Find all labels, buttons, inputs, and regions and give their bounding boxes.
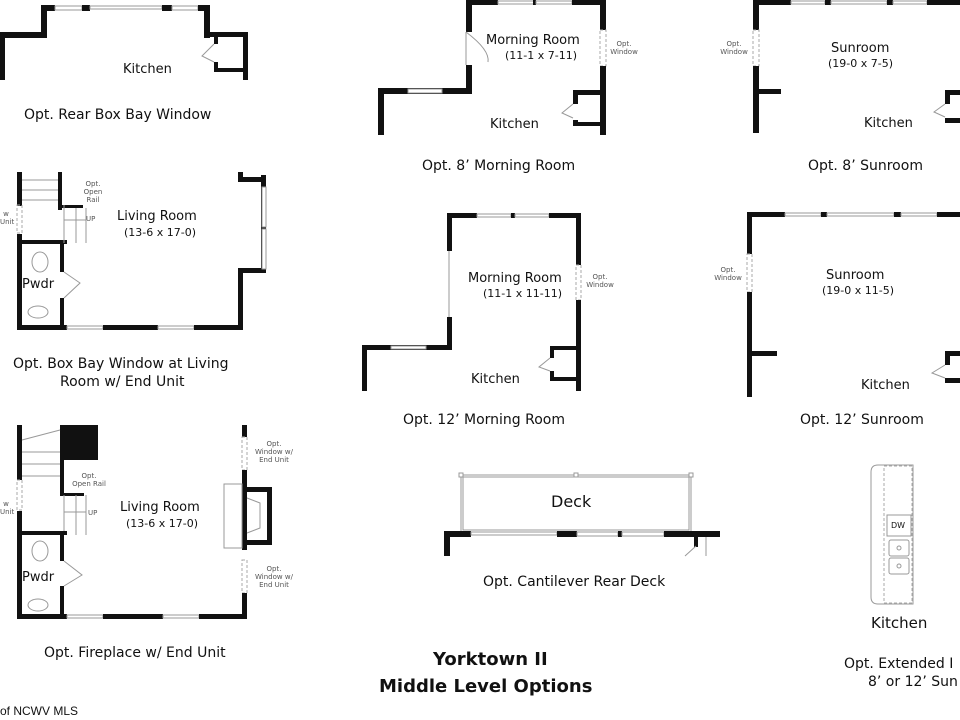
room-label-pwdr: Pwdr [22, 570, 55, 585]
plan-box-bay-living [16, 172, 267, 330]
room-label-living-room: Living Room [120, 500, 200, 515]
caption-morning-12: Opt. 12’ Morning Room [403, 412, 566, 428]
dishwasher-label: DW [891, 521, 906, 530]
mls-watermark: of NCWV MLS [0, 704, 79, 718]
room-label-pwdr: Pwdr [22, 277, 55, 292]
opt-window-end-unit-label: Opt. Window w/ End Unit [255, 440, 293, 464]
room-dims: (19-0 x 11-5) [822, 284, 895, 297]
plan-fireplace [16, 425, 272, 619]
side-window-label: w Unit [0, 500, 15, 516]
opt-window-label: Opt. Window [610, 40, 638, 56]
room-label-sunroom: Sunroom [826, 268, 885, 283]
open-rail-label: Opt. Open Rail [83, 180, 103, 204]
caption-sunroom-12: Opt. 12’ Sunroom [800, 412, 924, 428]
plan-sunroom-8 [752, 0, 960, 133]
room-label-living-room: Living Room [117, 209, 197, 224]
caption-extended-kitchen-line2: 8’ or 12’ Sun [868, 674, 958, 690]
open-rail-label: Opt. Open Rail [72, 472, 106, 488]
room-label-kitchen: Kitchen [861, 378, 910, 393]
caption-rear-box-bay: Opt. Rear Box Bay Window [24, 107, 212, 123]
room-label-morning-room: Morning Room [468, 271, 562, 286]
caption-box-bay-line1: Opt. Box Bay Window at Living [13, 356, 229, 372]
plan-subtitle: Middle Level Options [379, 676, 593, 697]
stair-up-label: UP [88, 509, 98, 517]
room-label-kitchen: Kitchen [864, 116, 913, 131]
caption-deck: Opt. Cantilever Rear Deck [483, 574, 666, 590]
opt-window-label: Opt. Window [586, 273, 614, 289]
plan-title: Yorktown II [433, 649, 548, 670]
room-label-kitchen: Kitchen [123, 62, 172, 77]
plan-sunroom-12 [746, 212, 960, 397]
side-window-label: w Unit [0, 210, 15, 226]
caption-box-bay-line2: Room w/ End Unit [60, 374, 185, 390]
room-label-morning-room: Morning Room [486, 33, 580, 48]
opt-window-label: Opt. Window [714, 266, 742, 282]
plan-deck [444, 472, 720, 557]
stair-up-label: UP [86, 215, 96, 223]
caption-morning-8: Opt. 8’ Morning Room [422, 158, 576, 174]
room-dims: (13-6 x 17-0) [124, 226, 197, 239]
room-label-kitchen: Kitchen [871, 614, 928, 632]
room-label-deck: Deck [551, 492, 592, 511]
room-dims: (19-0 x 7-5) [828, 57, 894, 70]
caption-extended-kitchen-line1: Opt. Extended I [844, 656, 954, 672]
caption-sunroom-8: Opt. 8’ Sunroom [808, 158, 923, 174]
room-dims: (13-6 x 17-0) [126, 517, 199, 530]
plan-rear-box-bay [0, 5, 248, 80]
opt-window-end-unit-label: Opt. Window w/ End Unit [255, 565, 293, 589]
opt-window-label: Opt. Window [720, 40, 748, 56]
plan-morning-12 [362, 213, 582, 391]
room-dims: (11-1 x 11-11) [483, 287, 563, 300]
plan-extended-kitchen [870, 464, 914, 605]
room-label-sunroom: Sunroom [831, 41, 890, 56]
room-label-kitchen: Kitchen [471, 372, 520, 387]
plan-morning-8 [378, 0, 607, 135]
room-dims: (11-1 x 7-11) [505, 49, 578, 62]
room-label-kitchen: Kitchen [490, 117, 539, 132]
caption-fireplace: Opt. Fireplace w/ End Unit [44, 645, 226, 661]
